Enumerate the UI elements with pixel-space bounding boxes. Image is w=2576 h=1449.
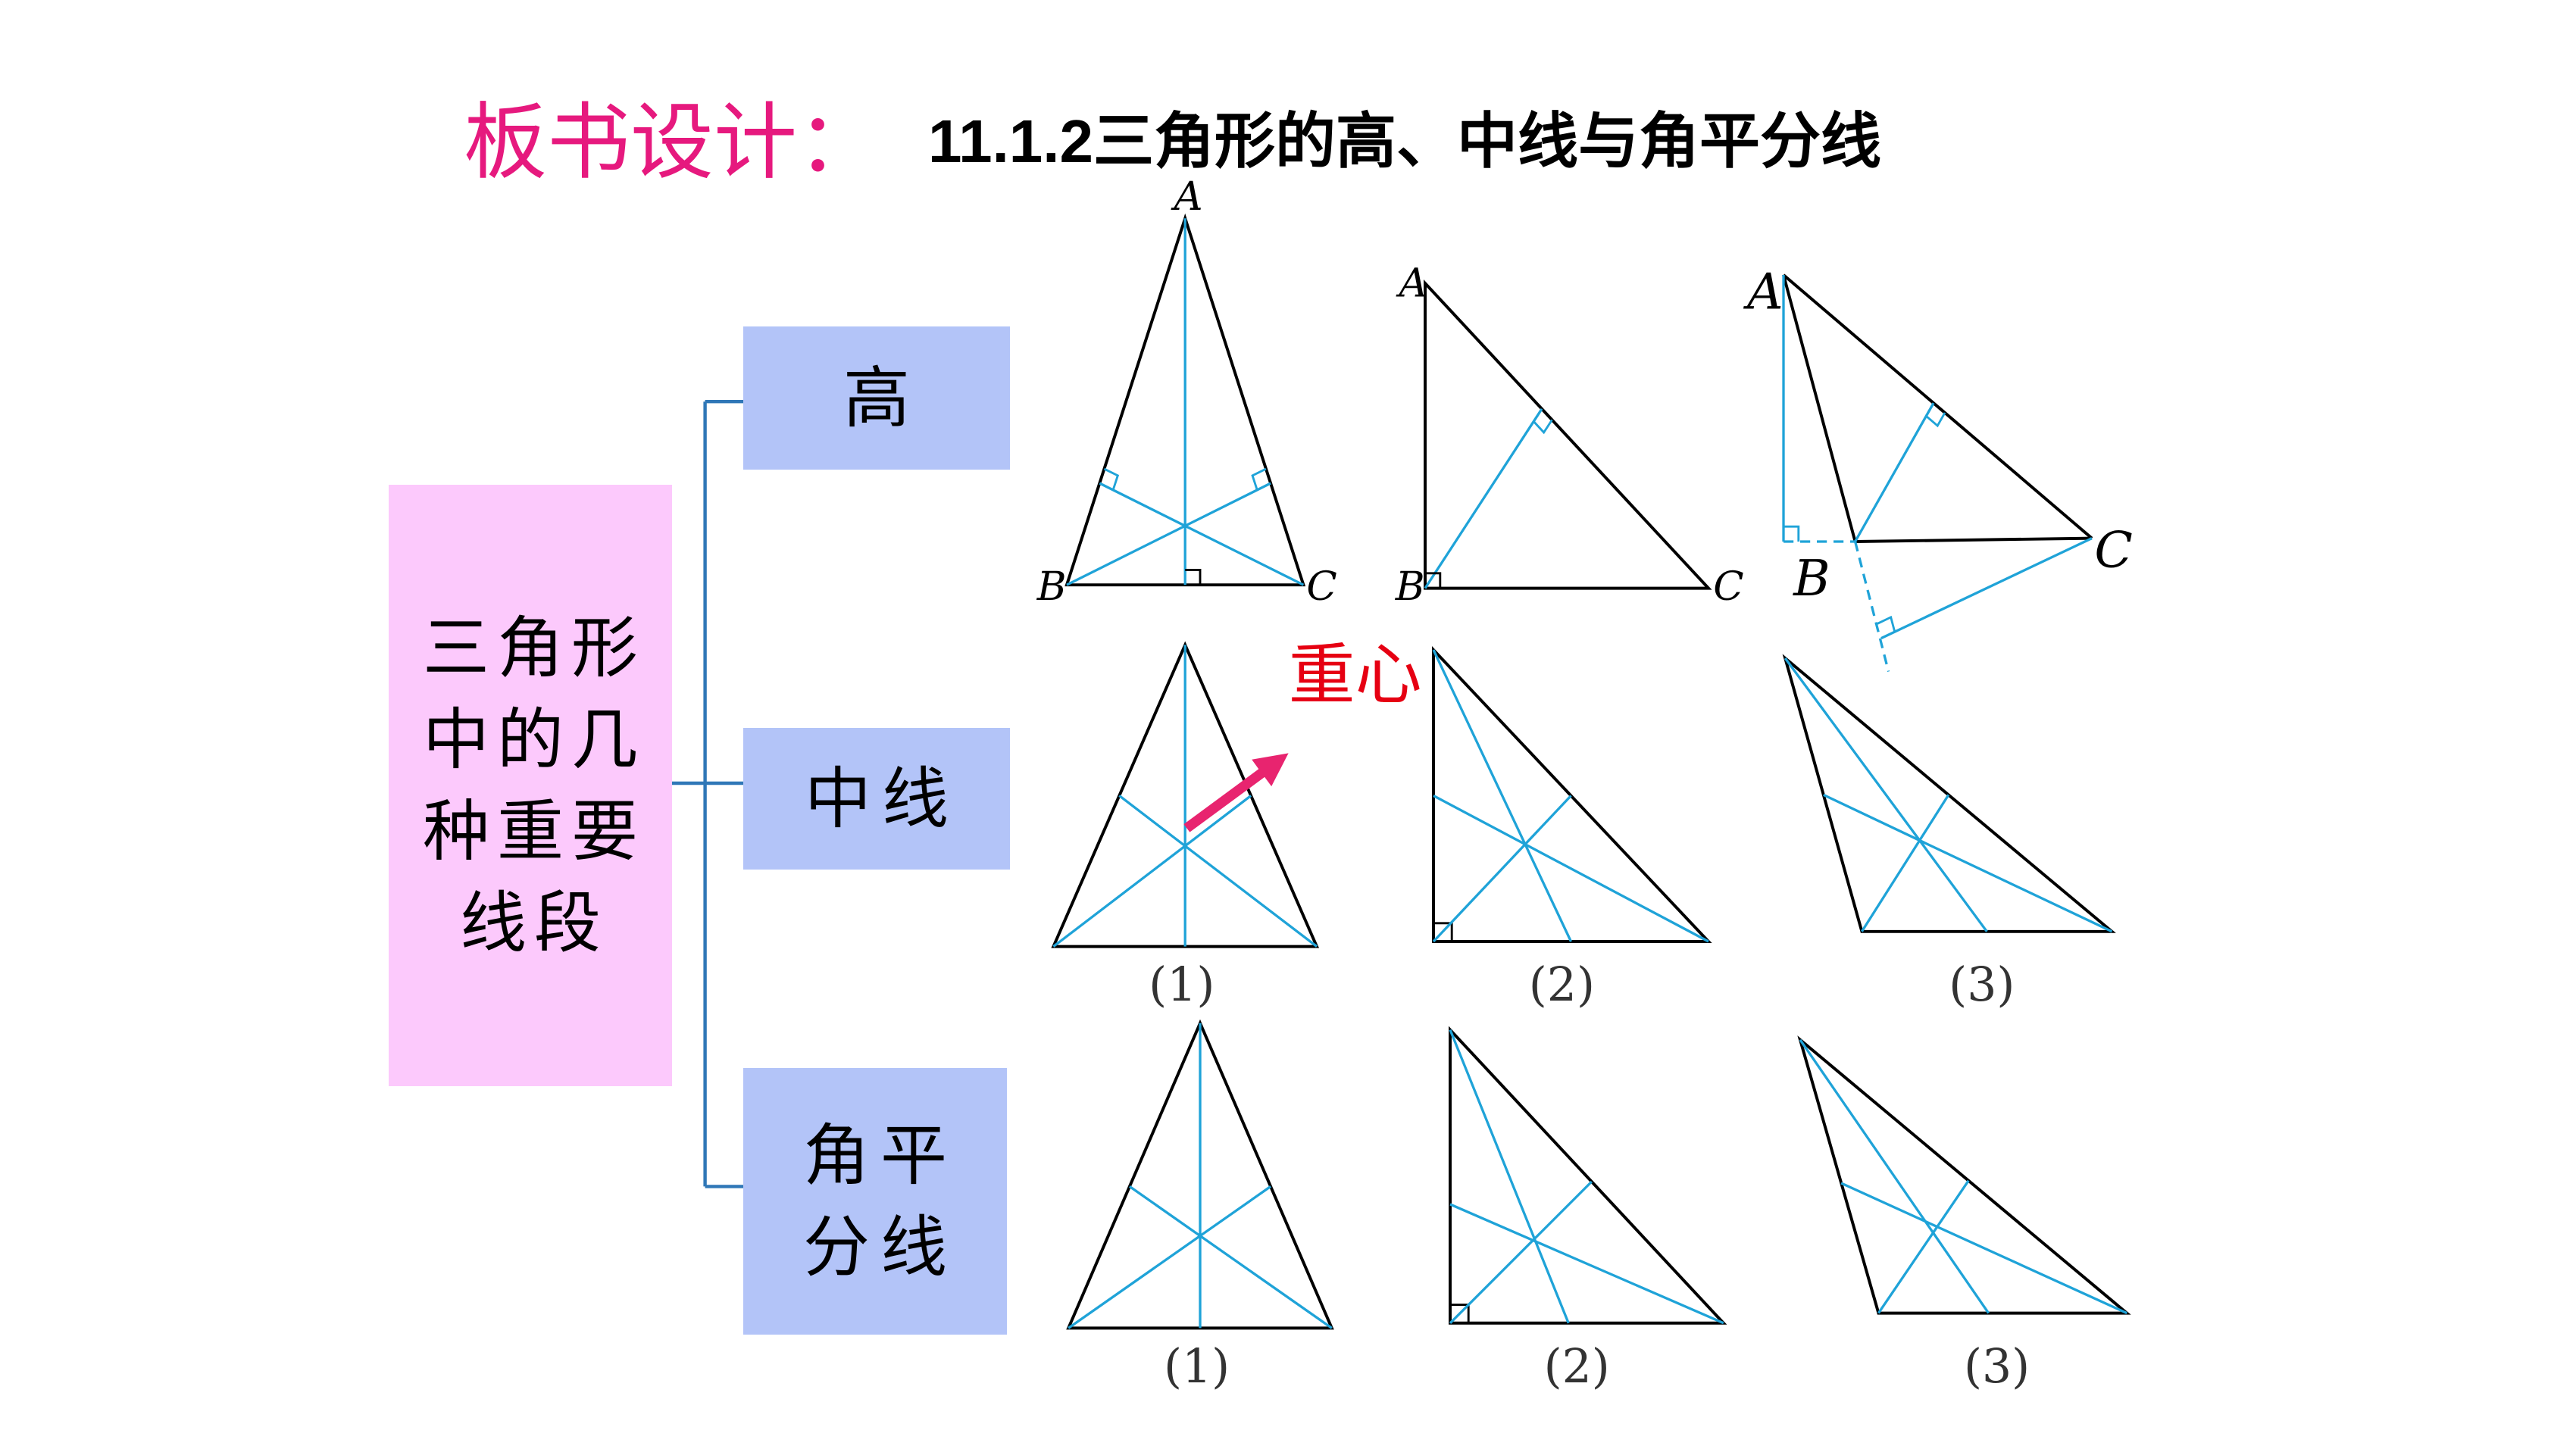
altitude-figure-3: A B C [1743,262,2133,673]
median-line [1433,795,1709,943]
extension-dashed-line [1854,541,1890,673]
vertex-label-b: B [1793,549,1830,607]
median-line [1052,795,1252,948]
right-angle-mark [1251,467,1267,491]
right-angle-mark [1185,568,1202,586]
vertex-label-c: C [2094,520,2133,579]
bisector-line [1877,1179,1970,1314]
right-angle-mark [1877,615,1896,632]
right-angle-mark [1533,419,1553,435]
median-line [1118,795,1318,948]
median-line [1823,793,2113,933]
bisector-line [1840,1182,2127,1315]
branch-label: 中线 [804,760,959,838]
branch-label: 高 [843,359,921,437]
triangle-outline [1797,1035,2131,1315]
figure-label: (3) [1949,957,2015,1012]
triangle-side-bc [1855,536,2093,543]
vertex-label-a: A [1743,262,1784,320]
median-line [1432,649,1572,942]
right-angle-mark [1425,572,1442,589]
branch-label: 分线 [802,1208,958,1286]
altitude-line [1066,482,1271,586]
vertex-label-a: A [1171,173,1203,220]
bisector-figure-3: (3) [1797,1035,2131,1394]
median-line [1861,794,1950,932]
altitude-figure-2: A B C [1395,260,1744,609]
median-figure-3: (3) [1782,654,2116,1012]
bisector-line [1449,1203,1724,1325]
altitude-line [1880,537,2093,640]
bisector-line [1128,1185,1333,1329]
right-angle-mark [1784,525,1800,542]
median-figure-1: 重心 (1) [1051,635,1422,1012]
median-figure-2: (2) [1432,646,1712,1012]
topic-box: 三角形 中的几 种重要 线段 [389,485,672,1086]
topic-line: 种重要 [422,792,646,870]
figure-label: (3) [1964,1339,2030,1394]
topic-line: 线段 [459,884,608,962]
branch-label: 角平 [802,1116,958,1194]
bisector-line [1068,1185,1272,1329]
bisector-line [1799,1038,1990,1314]
bisector-line [1449,1029,1570,1324]
figure-label: (2) [1544,1339,1610,1394]
triangle-side-ac [1782,273,2093,540]
bisector-figure-2: (2) [1449,1026,1727,1394]
triangle-outline [1424,279,1712,590]
altitude-figure-1: A B C [1036,173,1337,610]
triangle-side-ab [1782,274,1857,542]
altitude-line [1099,482,1305,586]
right-angle-mark [1103,467,1120,491]
lesson-title: 11.1.2三角形的高、中线与角平分线 [928,108,1882,175]
figure-label: (1) [1149,957,1215,1012]
bisector-figure-1: (1) [1066,1019,1334,1394]
bisector-line [1449,1180,1593,1324]
vertex-label-a: A [1396,260,1428,306]
median-line [1432,795,1572,943]
figure-label: (2) [1529,957,1595,1012]
median-line [1784,657,1988,932]
branch-box-altitude: 高 [743,326,1010,470]
altitude-line [1424,408,1543,589]
board-design-title: 板书设计： [464,94,880,191]
centroid-annotation: 重心 [1289,635,1422,714]
altitude-line [1854,402,1935,542]
topic-line: 三角形 [422,609,646,687]
right-angle-mark [1925,412,1946,428]
centroid-arrow [1183,753,1289,832]
triangle-outline [1449,1026,1727,1325]
vertex-label-c: C [1306,564,1336,610]
topic-line: 中的几 [422,701,646,779]
vertex-label-b: B [1036,564,1067,610]
connector-tree [671,399,744,1188]
vertex-label-b: B [1395,564,1425,610]
figure-label: (1) [1164,1339,1230,1394]
branch-box-bisector: 角平 分线 [743,1068,1007,1335]
vertex-label-c: C [1713,564,1743,610]
branch-box-median: 中线 [743,728,1010,870]
